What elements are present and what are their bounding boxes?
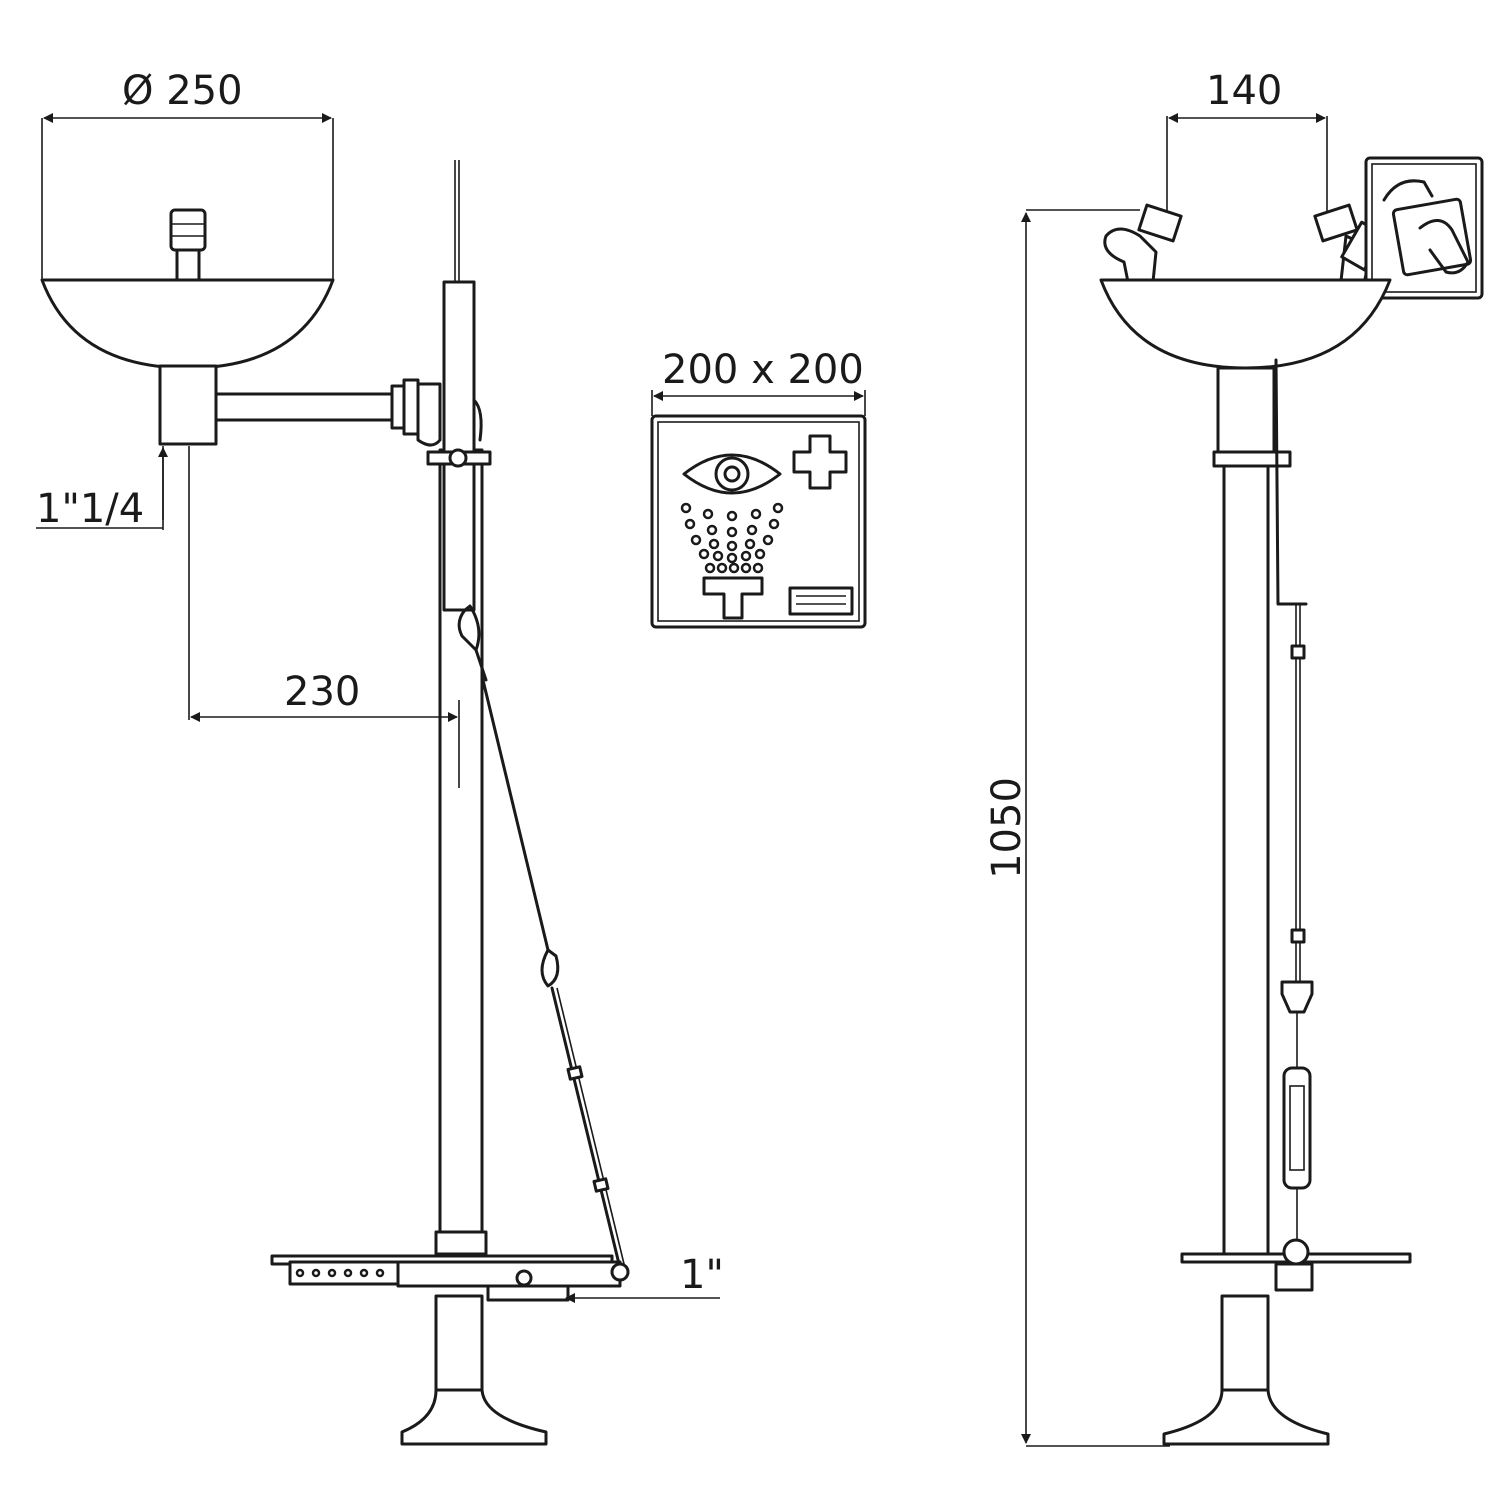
side-bowl-nozzle (169, 208, 207, 282)
supply-size-label: 1" (680, 1252, 724, 1298)
sign-label-block (788, 586, 854, 616)
nozzle-spacing-label: 140 (1206, 68, 1283, 114)
front-drain-body (1216, 366, 1276, 454)
inlet-size-label: 1"1/4 (36, 486, 145, 532)
front-linkage (1274, 358, 1314, 1292)
first-aid-cross-icon (792, 434, 848, 490)
push-hand-icon (1364, 156, 1484, 300)
side-horizontal-arm (214, 378, 442, 447)
arm-length-dimension-lines (188, 446, 460, 788)
inlet-dimension-lines (36, 446, 168, 530)
height-label: 1050 (983, 777, 1030, 879)
fountain-head-icon (702, 576, 764, 620)
side-drain-body (158, 364, 218, 446)
side-column (400, 160, 548, 1446)
sign-size-label: 200 x 200 (662, 347, 864, 393)
bowl-diameter-dimension-lines (41, 113, 334, 280)
height-dimension-lines (1021, 209, 1170, 1447)
safety-sign (650, 390, 867, 629)
eye-icon (682, 453, 782, 495)
bowl-diameter-label: Ø 250 (122, 68, 243, 114)
side-view (36, 113, 720, 1446)
side-bowl (40, 278, 335, 370)
side-pedal-plate (270, 1254, 630, 1302)
arm-length-label: 230 (284, 669, 361, 715)
front-bowl (1099, 278, 1392, 370)
nozzle-spacing-dimension-lines (1166, 113, 1328, 212)
front-view (1021, 113, 1484, 1447)
side-foot-pedal-linkage (457, 604, 626, 1270)
front-column (1162, 464, 1412, 1446)
water-spray-icon (680, 502, 784, 574)
